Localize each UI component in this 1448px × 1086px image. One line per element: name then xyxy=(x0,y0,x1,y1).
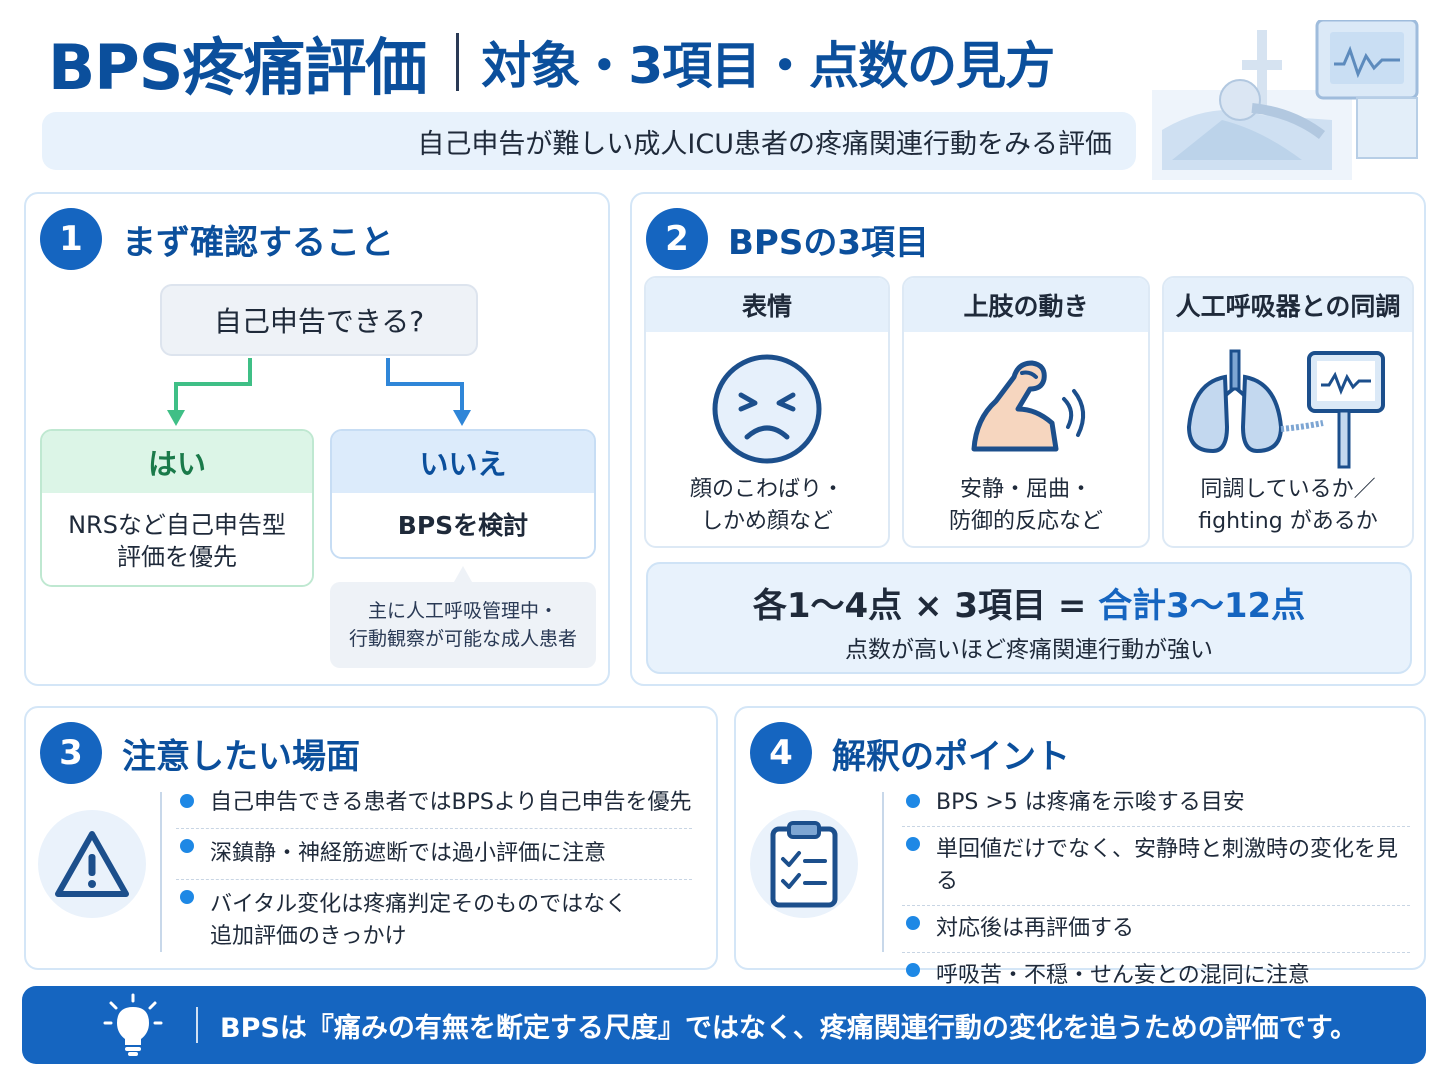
list-item: 対応後は再評価する xyxy=(902,906,1410,953)
step-number-badge: 3 xyxy=(40,722,102,784)
item-desc: 安静・屈曲・防御的反応など xyxy=(904,474,1148,538)
list-item: 呼吸苦・不穏・せん妄との混同に注意 xyxy=(902,953,1410,992)
panel-caution-scenes: 3 注意したい場面 自己申告できる患者ではBPSより自己申告を優先 深鎮静・神経… xyxy=(24,706,718,970)
list-item-text: 深鎮静・神経筋遮断では過小評価に注意 xyxy=(210,840,607,866)
clipboard-icon-circle xyxy=(750,810,858,918)
page-title: BPS疼痛評価 対象・3項目・点数の見方 xyxy=(48,22,1055,104)
panel-interpretation: 4 解釈のポイント BPS >5 は疼痛を示唆する目安 単回値だけでなく、安静時… xyxy=(734,706,1426,988)
clipboard-checklist-icon xyxy=(770,821,838,908)
score-summary: 各1〜4点 × 3項目 = 合計3〜12点 点数が高いほど疼痛関連行動が強い xyxy=(646,562,1412,674)
panel-3-header: 3 注意したい場面 xyxy=(40,722,360,784)
panel-4-title: 解釈のポイント xyxy=(832,736,1070,777)
yes-option: はい NRSなど自己申告型評価を優先 xyxy=(40,429,314,587)
panel-2-title: BPSの3項目 xyxy=(728,222,929,263)
divider-line xyxy=(160,792,162,952)
warning-icon-circle xyxy=(38,810,146,918)
caution-list: 自己申告できる患者ではBPSより自己申告を優先 深鎮静・神経筋遮断では過小評価に… xyxy=(176,784,692,953)
step-number-badge: 1 xyxy=(40,208,102,270)
note-line1: 主に人工呼吸管理中・ xyxy=(367,599,558,622)
note-pointer xyxy=(454,566,472,582)
lungs-ventilator-icon xyxy=(1186,349,1385,469)
step-number-badge: 2 xyxy=(646,208,708,270)
title-sub: 対象・3項目・点数の見方 xyxy=(481,37,1055,95)
list-item: 単回値だけでなく、安静時と刺激時の変化を見る xyxy=(902,827,1410,906)
flow-arrows xyxy=(167,358,471,426)
title-main: BPS疼痛評価 xyxy=(48,31,427,104)
panel-1-title: まず確認すること xyxy=(122,222,394,263)
panel-first-check: 1 まず確認すること 自己申告できる? はい NRSなど自己申告型評価を優先 い… xyxy=(24,192,610,686)
list-item: 自己申告できる患者ではBPSより自己申告を優先 xyxy=(176,784,692,829)
list-item-text: BPS >5 は疼痛を示唆する目安 xyxy=(936,790,1245,815)
item-desc-line2: しかめ顔など xyxy=(700,508,833,534)
panel-1-header: 1 まず確認すること xyxy=(40,208,394,270)
no-text: BPSを検討 xyxy=(332,493,594,557)
item-desc: 顔のこわばり・しかめ顔など xyxy=(646,474,888,538)
list-item: 深鎮静・神経筋遮断では過小評価に注意 xyxy=(176,829,692,880)
score-note: 点数が高いほど疼痛関連行動が強い xyxy=(845,637,1213,663)
score-total: 合計3〜12点 xyxy=(1098,586,1306,626)
yes-text-line2: 評価を優先 xyxy=(117,543,237,571)
footer-banner: BPSは『痛みの有無を断定する尺度』ではなく、疼痛関連行動の変化を追うための評価… xyxy=(22,986,1426,1064)
yes-label: はい xyxy=(42,431,312,493)
subtitle-bar: 自己申告が難しい成人ICU患者の疼痛関連行動をみる評価 xyxy=(42,112,1136,170)
arrow-down-icon xyxy=(167,410,185,426)
item-title: 表情 xyxy=(646,278,888,332)
arrow-down-icon xyxy=(453,410,471,426)
item-card-upper-limb: 上肢の動き 安静・屈曲・防御的反応など xyxy=(902,276,1150,548)
list-item-text-line2: 追加評価のきっかけ xyxy=(210,923,407,949)
list-item-text: 自己申告できる患者ではBPSより自己申告を優先 xyxy=(210,790,692,815)
note-line2: 行動観察が可能な成人患者 xyxy=(348,628,577,650)
panel-3-title: 注意したい場面 xyxy=(122,736,360,777)
divider-line xyxy=(882,792,884,952)
score-formula: 各1〜4点 × 3項目 = xyxy=(752,586,1099,626)
title-divider xyxy=(456,33,460,91)
panel-4-header: 4 解釈のポイント xyxy=(750,722,1070,784)
item-desc-line1: 顔のこわばり・ xyxy=(689,477,844,502)
yes-text: NRSなど自己申告型評価を優先 xyxy=(42,493,312,585)
warning-icon xyxy=(55,831,129,897)
list-item-text: 呼吸苦・不穏・せん妄との混同に注意 xyxy=(936,962,1310,988)
item-card-facial: 表情 顔のこわばり・しかめ顔など xyxy=(644,276,890,548)
item-desc-line1: 安静・屈曲・ xyxy=(959,477,1092,502)
panel-2-header: 2 BPSの3項目 xyxy=(646,208,929,270)
item-title: 人工呼吸器との同調 xyxy=(1164,278,1412,332)
target-patients-note: 主に人工呼吸管理中・行動観察が可能な成人患者 xyxy=(330,582,596,668)
interpretation-list: BPS >5 は疼痛を示唆する目安 単回値だけでなく、安静時と刺激時の変化を見る… xyxy=(902,784,1410,991)
question-box: 自己申告できる? xyxy=(160,284,478,356)
icu-patient-illustration xyxy=(1152,20,1419,180)
list-item: バイタル変化は疼痛判定そのものではなく追加評価のきっかけ xyxy=(176,880,692,953)
yes-text-line1: NRSなど自己申告型 xyxy=(68,510,286,539)
lightbulb-icon xyxy=(103,993,163,1056)
item-card-ventilator-sync: 人工呼吸器との同調 同調しているか／ fighting があるか xyxy=(1162,276,1414,548)
no-option: いいえ BPSを検討 xyxy=(330,429,596,559)
item-desc: 同調しているか／ fighting があるか xyxy=(1164,474,1412,538)
list-item-text: 単回値だけでなく、安静時と刺激時の変化を見る xyxy=(936,836,1399,894)
item-title: 上肢の動き xyxy=(904,278,1148,332)
list-item-text-line1: バイタル変化は疼痛判定そのものではなく xyxy=(210,891,628,917)
score-formula-line: 各1〜4点 × 3項目 = 合計3〜12点 xyxy=(648,578,1410,627)
item-desc-line2: 防御的反応など xyxy=(948,508,1103,534)
item-desc-line1: 同調しているか／ xyxy=(1200,477,1376,502)
subtitle-text: 自己申告が難しい成人ICU患者の疼痛関連行動をみる評価 xyxy=(417,128,1112,160)
flexed-arm-icon xyxy=(971,360,1086,452)
list-item: BPS >5 は疼痛を示唆する目安 xyxy=(902,784,1410,827)
list-item-text: 対応後は再評価する xyxy=(936,915,1135,941)
grimace-face-icon xyxy=(712,354,822,464)
step-number-badge: 4 xyxy=(750,722,812,784)
no-label: いいえ xyxy=(332,431,594,493)
footer-message: BPSは『痛みの有無を断定する尺度』ではなく、疼痛関連行動の変化を追うための評価… xyxy=(220,1012,1358,1044)
footer-divider xyxy=(196,1007,198,1043)
item-desc-line2: fighting があるか xyxy=(1198,508,1378,534)
panel-bps-items: 2 BPSの3項目 表情 顔のこわばり・しかめ顔など 上肢の動き xyxy=(630,192,1426,686)
